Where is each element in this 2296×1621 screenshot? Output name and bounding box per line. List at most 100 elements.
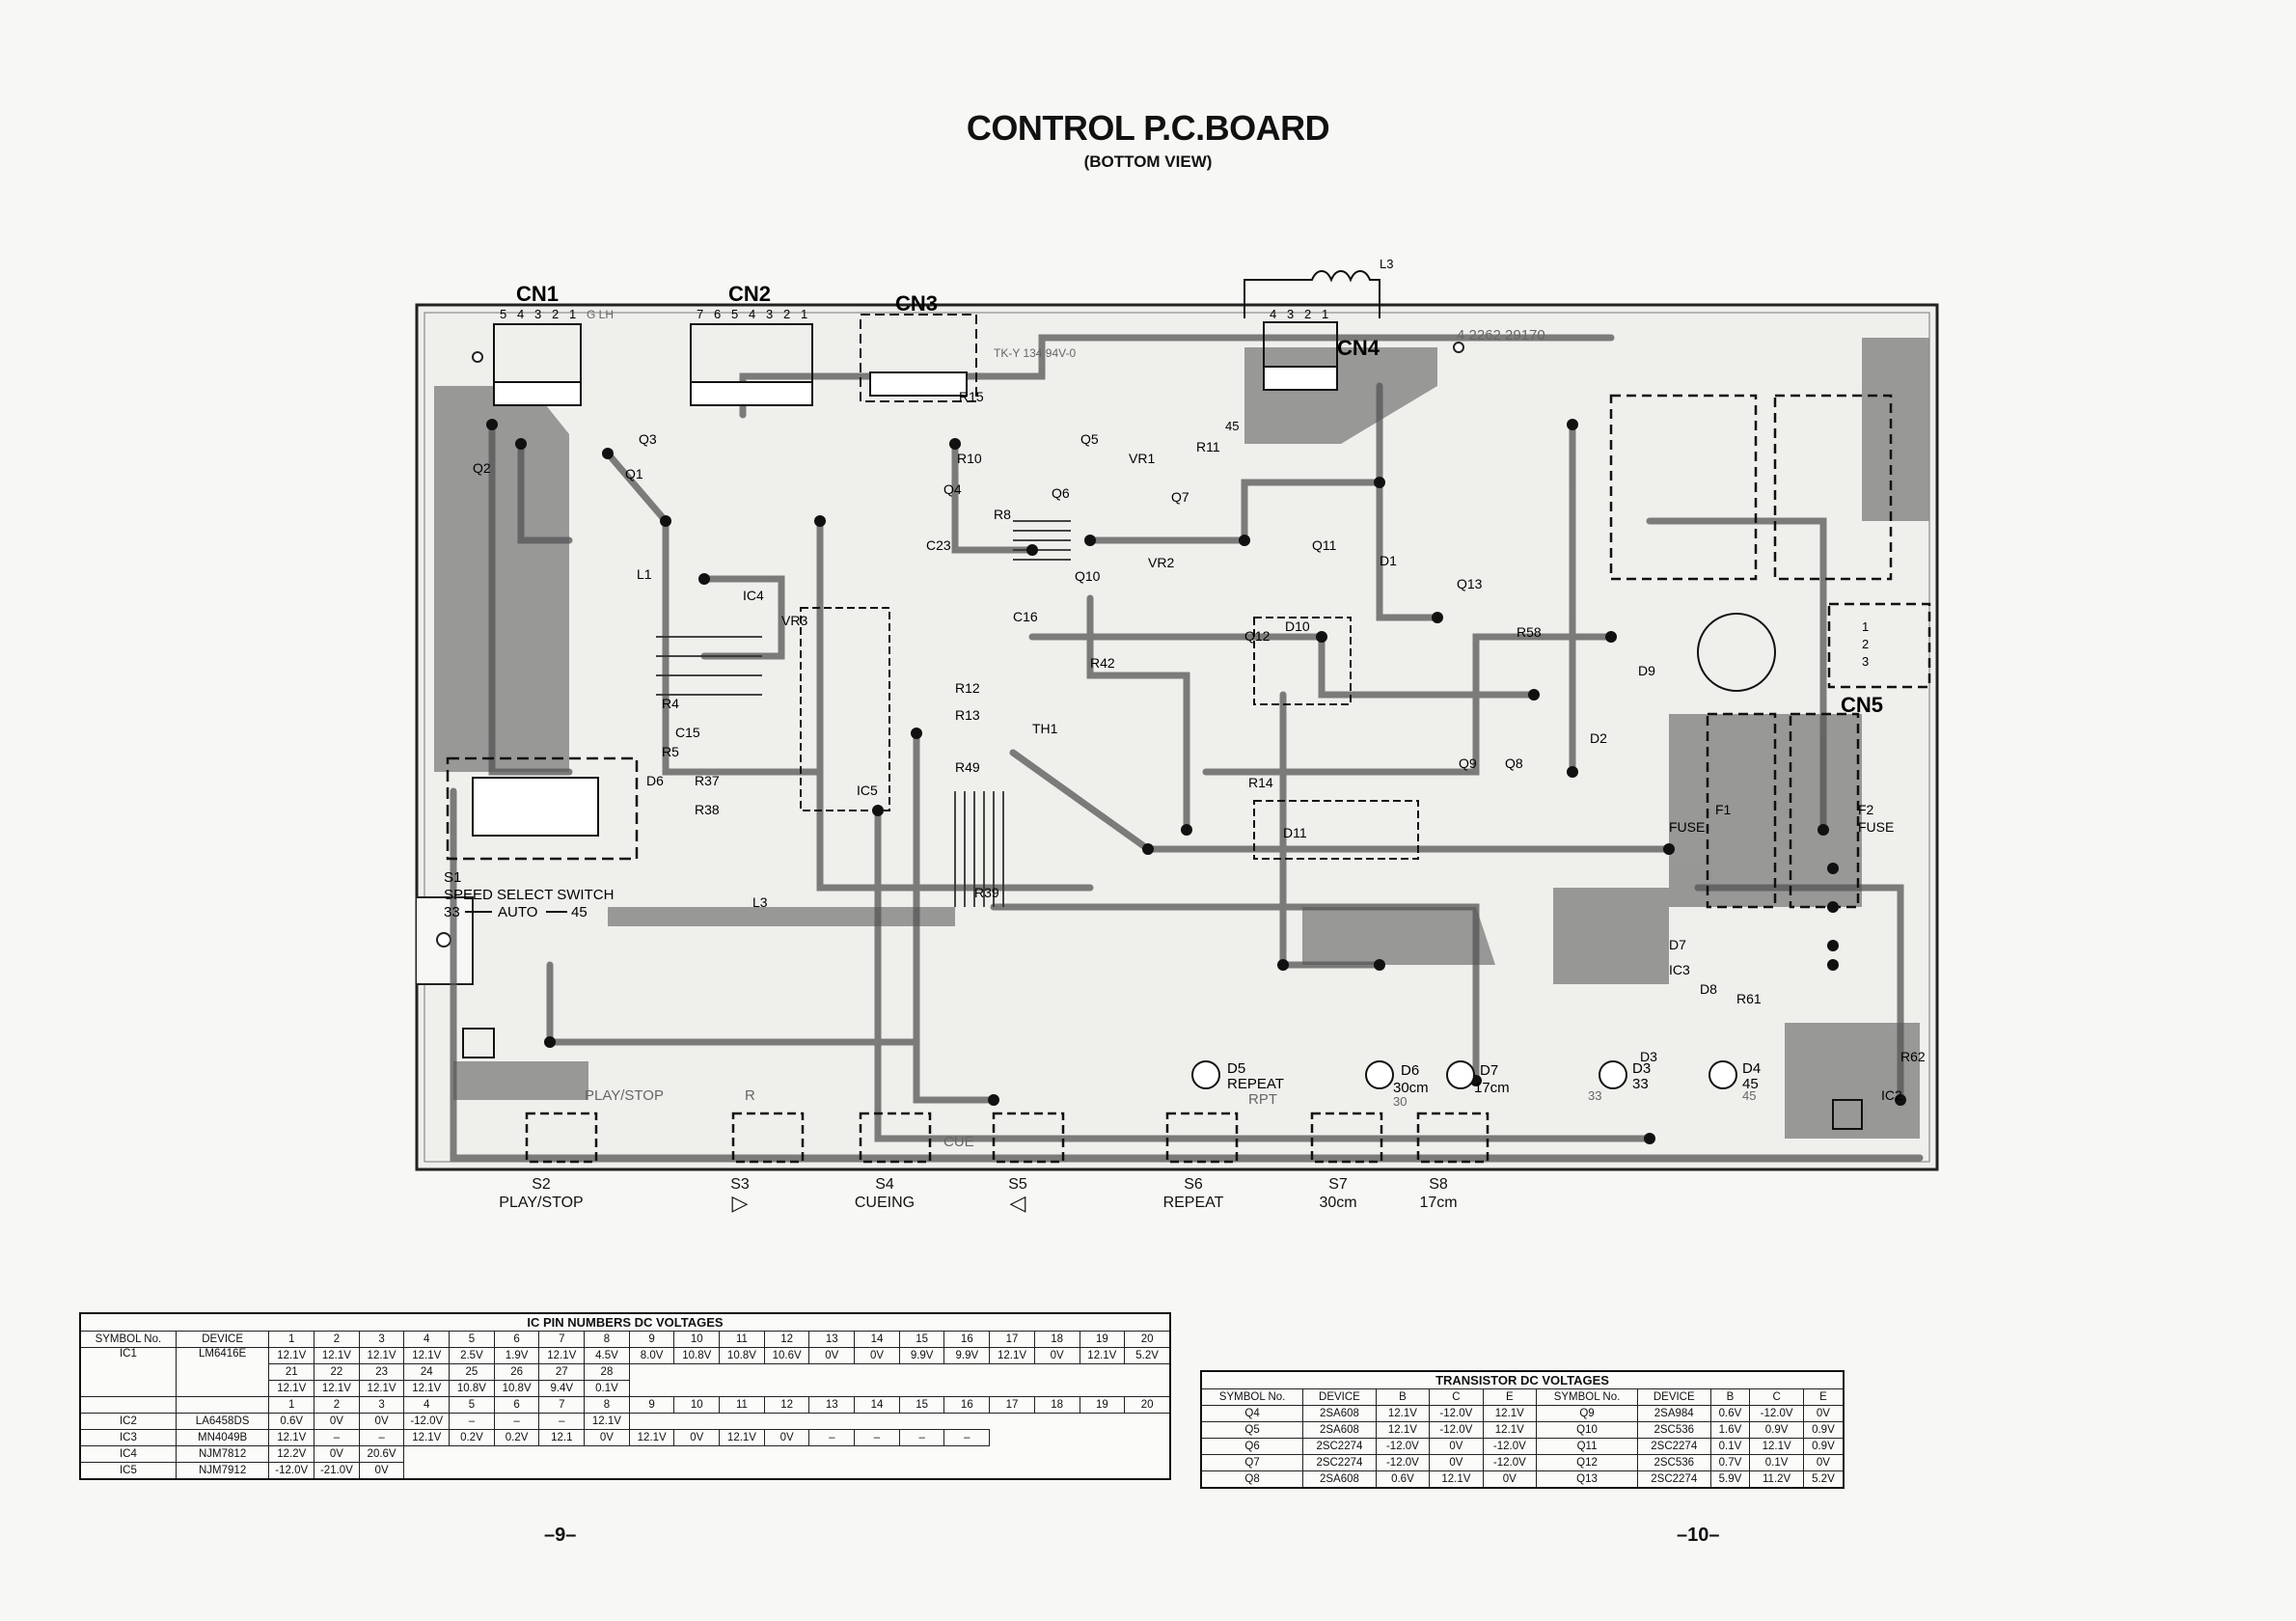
- svg-text:R13: R13: [955, 707, 980, 723]
- svg-text:D2: D2: [1590, 730, 1607, 746]
- svg-text:R14: R14: [1248, 775, 1273, 790]
- svg-text:2: 2: [1304, 307, 1311, 321]
- svg-text:Q4: Q4: [943, 481, 962, 497]
- svg-text:IC4: IC4: [743, 588, 764, 603]
- svg-text:4: 4: [749, 307, 755, 321]
- svg-text:Q13: Q13: [1457, 576, 1483, 591]
- svg-text:C23: C23: [926, 537, 951, 553]
- svg-text:3: 3: [1287, 307, 1294, 321]
- svg-text:CUE: CUE: [943, 1134, 974, 1150]
- svg-text:R62: R62: [1900, 1049, 1926, 1064]
- svg-text:30cm: 30cm: [1393, 1080, 1429, 1096]
- svg-text:F2: F2: [1858, 802, 1874, 817]
- svg-text:FUSE: FUSE: [1669, 819, 1705, 835]
- svg-text:TH1: TH1: [1032, 721, 1058, 736]
- svg-text:R58: R58: [1517, 624, 1542, 640]
- svg-text:VR3: VR3: [781, 613, 807, 628]
- component-labels: Q3 Q2 Q1 Q4 Q5 Q6 Q7 Q8 Q9 Q10 Q11 Q12 Q…: [473, 389, 1926, 1103]
- svg-text:R: R: [745, 1087, 755, 1104]
- svg-text:3: 3: [1862, 654, 1869, 669]
- svg-text:Q2: Q2: [473, 460, 491, 476]
- svg-text:R10: R10: [957, 451, 982, 466]
- svg-text:Q3: Q3: [639, 431, 657, 447]
- svg-text:IC2: IC2: [1881, 1087, 1902, 1103]
- svg-text:45: 45: [571, 904, 588, 920]
- svg-text:3: 3: [534, 307, 541, 321]
- svg-text:D7: D7: [1669, 937, 1686, 952]
- svg-text:1: 1: [569, 307, 576, 321]
- svg-text:Q9: Q9: [1459, 756, 1477, 771]
- ic-table-title: IC PIN NUMBERS DC VOLTAGES: [79, 1312, 1171, 1332]
- svg-text:45: 45: [1742, 1076, 1759, 1092]
- ic1-outline: [800, 607, 890, 811]
- pcb-mark: TK-Y 134 94V-0: [994, 346, 1076, 360]
- pcb-pads: [486, 419, 1906, 1144]
- ic5-outline: [1609, 394, 1758, 581]
- svg-text:Q12: Q12: [1244, 628, 1271, 644]
- svg-text:1: 1: [1862, 619, 1869, 634]
- svg-text:IC3: IC3: [1669, 962, 1690, 977]
- svg-text:D4: D4: [1742, 1060, 1761, 1077]
- svg-text:4: 4: [1270, 307, 1276, 321]
- svg-text:45: 45: [1225, 419, 1239, 433]
- svg-text:R49: R49: [955, 759, 980, 775]
- connector-cn3: CN3: [860, 291, 977, 402]
- svg-text:Q10: Q10: [1075, 568, 1101, 584]
- svg-text:R12: R12: [955, 680, 980, 696]
- svg-text:3: 3: [766, 307, 773, 321]
- switch-s5: S5◁: [1008, 1176, 1027, 1215]
- switch-footprints: [525, 1112, 1490, 1164]
- page-subtitle: (BOTTOM VIEW): [1083, 152, 1213, 171]
- svg-text:2: 2: [1862, 637, 1869, 651]
- cn5-label: CN5: [1841, 693, 1883, 717]
- led-d7: D7 17cm: [1446, 1060, 1510, 1096]
- svg-text:L3: L3: [752, 894, 768, 910]
- fuse-f1: F1 FUSE: [1669, 712, 1777, 909]
- cn2-label: CN2: [728, 282, 771, 306]
- svg-text:30: 30: [1393, 1094, 1407, 1109]
- svg-text:R11: R11: [1196, 439, 1220, 454]
- svg-text:PLAY/STOP: PLAY/STOP: [585, 1087, 664, 1104]
- inductor-l3: L3: [1244, 257, 1393, 318]
- connector-cn2: CN2 7 6 5 4 3 2 1: [690, 282, 813, 406]
- svg-text:Q6: Q6: [1052, 485, 1070, 501]
- svg-text:D8: D8: [1700, 981, 1717, 997]
- svg-text:IC5: IC5: [857, 783, 878, 798]
- svg-text:D3: D3: [1632, 1060, 1651, 1077]
- svg-text:SPEED SELECT SWITCH: SPEED SELECT SWITCH: [444, 887, 614, 903]
- svg-text:R4: R4: [662, 696, 679, 711]
- svg-text:L1: L1: [637, 566, 652, 582]
- page-number-right: –10–: [1677, 1525, 1720, 1546]
- svg-text:VR2: VR2: [1148, 555, 1174, 570]
- speed-select-switch: S1 SPEED SELECT SWITCH 33 AUTO 45: [444, 756, 639, 920]
- led-d6: D6 30cm 30: [1365, 1060, 1429, 1109]
- svg-text:33: 33: [1632, 1076, 1649, 1092]
- svg-text:REPEAT: REPEAT: [1227, 1076, 1284, 1092]
- svg-text:5: 5: [500, 307, 506, 321]
- cn4-label: CN4: [1337, 336, 1380, 360]
- page-number-left: –9–: [544, 1525, 577, 1546]
- connector-cn4: 4 3 2 1 CN4 45: [1225, 307, 1380, 433]
- svg-text:4: 4: [517, 307, 524, 321]
- svg-text:C16: C16: [1013, 609, 1038, 624]
- svg-text:33: 33: [1588, 1088, 1601, 1103]
- svg-text:R42: R42: [1090, 655, 1115, 671]
- svg-text:G LH: G LH: [587, 308, 614, 321]
- svg-text:17cm: 17cm: [1474, 1080, 1510, 1096]
- svg-text:VR1: VR1: [1129, 451, 1155, 466]
- svg-text:D5: D5: [1227, 1060, 1245, 1077]
- svg-text:L3: L3: [1380, 257, 1393, 271]
- copper-areas: [434, 338, 1929, 1139]
